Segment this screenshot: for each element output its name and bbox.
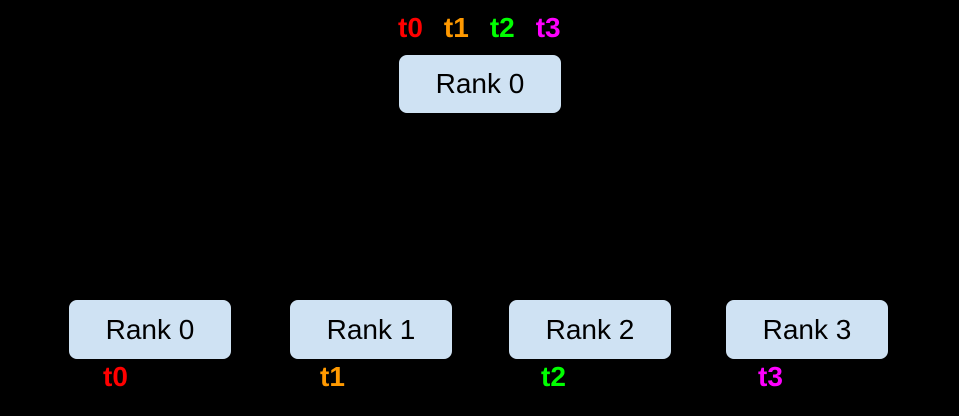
root-rank-label: Rank 0 [435, 68, 525, 99]
child-rank-label-3: Rank 3 [762, 313, 852, 345]
root-thread-labels: t0 t1 t2 t3 [398, 12, 561, 43]
child-rank-label-0: Rank 0 [105, 313, 195, 345]
child-thread-label-t1: t1 [320, 361, 345, 392]
child-rank-box-2: Rank 2 [507, 298, 673, 361]
thread-label-t3: t3 [535, 12, 561, 43]
thread-label-t0: t0 [398, 12, 423, 43]
thread-label-t1: t1 [443, 12, 469, 43]
child-thread-label-t3: t3 [758, 361, 783, 392]
child-rank-label-1: Rank 1 [326, 313, 416, 345]
thread-label-t2: t2 [489, 12, 515, 43]
child-rank-box-0: Rank 0 [67, 298, 233, 361]
child-rank-box-3: Rank 3 [724, 298, 890, 361]
root-rank-box: Rank 0 [397, 53, 563, 115]
child-rank-box-1: Rank 1 [288, 298, 454, 361]
child-thread-label-t2: t2 [541, 361, 566, 392]
child-thread-label-t0: t0 [103, 361, 128, 392]
child-rank-label-2: Rank 2 [545, 313, 635, 345]
